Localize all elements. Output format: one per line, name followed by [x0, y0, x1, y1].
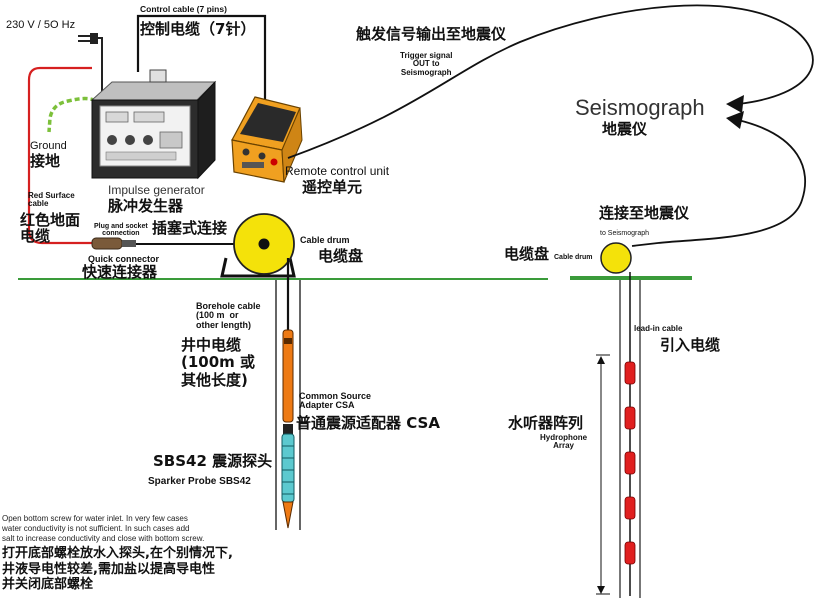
control-cable: [136, 14, 267, 100]
connect-right-label-en: to Seismograph: [600, 230, 650, 237]
red-surface-cable: [27, 66, 92, 245]
csa-label-zh: 普通震源适配器 CSA: [296, 414, 440, 432]
remote-control-unit: [231, 96, 303, 183]
borehole-right: [619, 280, 641, 598]
hydrophone-label-zh: 水听器阵列: [508, 414, 584, 432]
cable-drum-right-label-en: Cable drum: [554, 254, 593, 261]
impulse-generator-label-zh: 脉冲发生器: [108, 197, 184, 215]
red-cable-label-zh: 红色地面 电缆: [20, 211, 81, 245]
trigger-cable: [287, 4, 814, 159]
remote-unit-label-en: Remote control unit: [285, 164, 390, 178]
connect-right-label-zh: 连接至地震仪: [599, 204, 690, 222]
csa-label-en: Common Source Adapter CSA: [299, 391, 372, 411]
seismograph-cable-right: [631, 119, 806, 247]
red-cable-label-en: Red Surface cable: [28, 191, 75, 209]
trigger-label-en: Trigger signal OUT to Seismograph: [400, 51, 453, 77]
ground-label-en: Ground: [30, 140, 67, 152]
quick-connector-label-zh: 快速连接器: [82, 263, 158, 281]
cable-drum-right-label-zh: 电缆盘: [504, 245, 550, 263]
array-span-arrow: [596, 354, 610, 595]
borehole-cable-label-zh: 井中电缆 (100m 或 其他长度): [181, 336, 256, 389]
hydrophone-array: [624, 361, 636, 565]
probe-label-en: Sparker Probe SBS42: [148, 476, 251, 487]
control-cable-label-en: Control cable (7 pins): [140, 4, 227, 14]
sparker-probe: [281, 329, 295, 529]
ground-label-zh: 接地: [30, 152, 61, 170]
cable-drum-left-label-en: Cable drum: [300, 235, 350, 245]
power-plug-icon: [78, 33, 103, 98]
seismograph-label-en: Seismograph: [575, 95, 705, 120]
impulse-generator-label-en: Impulse generator: [108, 183, 205, 197]
note-text-en: Open bottom screw for water inlet. In ve…: [2, 514, 205, 543]
plug-label-zh: 插塞式连接: [152, 219, 228, 237]
ground-wire: [47, 96, 110, 133]
arrow-head-icon: [726, 111, 744, 129]
lead-in-label-en: lead-in cable: [634, 324, 683, 333]
borehole-cable-label-en: Borehole cable (100 m or other length): [196, 301, 261, 330]
cable-drum-left-label-zh: 电缆盘: [318, 247, 364, 265]
trigger-label-zh: 触发信号输出至地震仪: [356, 25, 507, 43]
hydrophone-label-en: Hydrophone Array: [540, 433, 588, 451]
quick-connector-label-en: Quick connector: [88, 254, 160, 264]
borehole-left: [275, 280, 301, 530]
probe-label-zh: SBS42 震源探头: [153, 452, 273, 470]
control-cable-label-zh: 控制电缆（7针）: [140, 20, 256, 38]
note-text-zh: 打开底部螺栓放水入探头,在个别情况下, 井液导电性较差,需加盐以提高导电性 并关…: [2, 546, 233, 593]
arrow-head-icon: [726, 95, 744, 113]
lead-in-label-zh: 引入电缆: [660, 336, 721, 354]
seismograph-label-zh: 地震仪: [602, 120, 648, 138]
plug-socket-connector: [91, 237, 240, 250]
plug-label-en: Plug and socket connection: [94, 223, 148, 238]
cable-drum-right: [600, 242, 632, 274]
cable-drum-left: [220, 213, 296, 278]
remote-unit-label-zh: 遥控单元: [302, 178, 363, 196]
impulse-generator: [90, 69, 217, 180]
power-label: 230 V / 5O Hz: [6, 19, 76, 31]
